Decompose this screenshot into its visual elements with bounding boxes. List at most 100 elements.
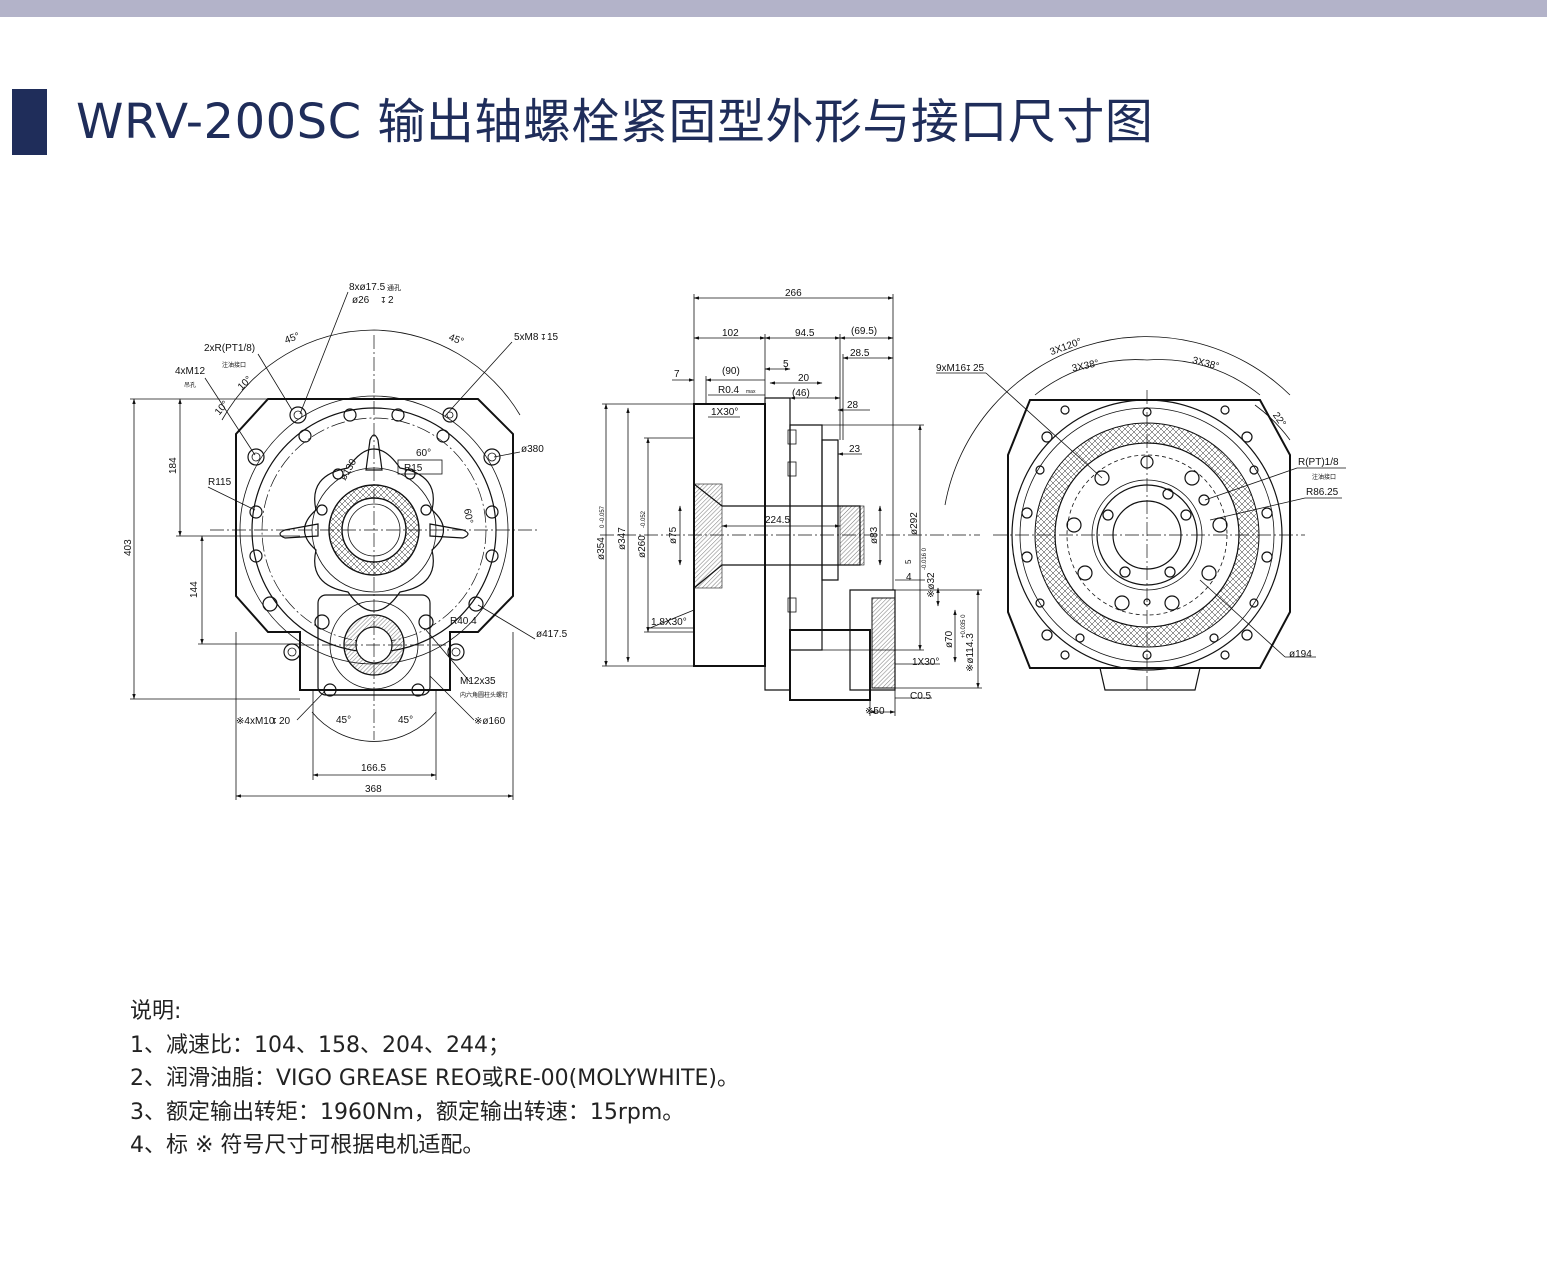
svg-text:102: 102 [722,328,739,339]
svg-text:10°: 10° [213,399,231,418]
label-m16-holes: 9xM16 [936,363,966,374]
svg-text:R0.4: R0.4 [718,385,740,396]
svg-text:内六角圆柱头螺钉: 内六角圆柱头螺钉 [460,691,508,699]
label-m12-holes: 4xM12 [175,366,205,377]
svg-text:ø70: ø70 [944,630,955,648]
svg-text:25: 25 [973,363,985,374]
svg-text:↧: ↧ [271,717,278,726]
svg-text:注油接口: 注油接口 [222,361,246,369]
svg-text:ø75: ø75 [668,526,679,544]
label-d194: ø194 [1289,649,1312,660]
note-item-3: 3、额定输出转矩：1960Nm，额定输出转速：15rpm。 [130,1099,685,1125]
rear-view: 3X120° 3X38° 3X38° 9xM16 ↧ 25 22° R(PT)1… [936,336,1346,691]
svg-text:45°: 45° [398,715,413,726]
svg-text:-0.052: -0.052 [641,510,647,528]
svg-text:45°: 45° [283,331,301,347]
label-d160: ※ø160 [474,716,506,727]
svg-text:3X120°: 3X120° [1049,337,1084,359]
svg-text:23: 23 [849,444,861,455]
svg-text:94.5: 94.5 [795,328,815,339]
svg-text:20: 20 [798,373,810,384]
title-marker [12,89,47,155]
svg-text:(69.5): (69.5) [851,326,877,337]
svg-text:ø130: ø130 [338,457,359,483]
svg-text:60°: 60° [461,508,474,525]
svg-text:403: 403 [123,539,134,556]
svg-text:M12x35: M12x35 [460,676,496,687]
label-pt-port: R(PT)1/8 [1298,457,1339,468]
note-item-2: 2、润滑油脂：VIGO GREASE REO或RE-00(MOLYWHITE)。 [130,1066,740,1091]
rear-bolt-holes [1021,405,1273,660]
svg-text:(46): (46) [792,388,810,399]
svg-text:28.5: 28.5 [850,348,870,359]
svg-text:15: 15 [547,332,559,343]
svg-text:4: 4 [906,572,912,583]
svg-text:60°: 60° [416,448,431,459]
svg-text:通孔: 通孔 [387,283,401,292]
svg-text:※ø114.3: ※ø114.3 [965,633,976,672]
svg-text:※ø32: ※ø32 [926,572,937,598]
svg-text:注油接口: 注油接口 [1312,473,1336,481]
notes-heading: 说明: [130,999,182,1024]
svg-text:※50: ※50 [865,706,885,717]
front-carrier-shape [303,448,445,612]
svg-text:ø260: ø260 [637,535,648,558]
svg-text:3X38°: 3X38° [1191,355,1220,372]
label-r86: R86.25 [1306,487,1339,498]
svg-text:↧: ↧ [380,296,387,305]
front-housing-outline [235,398,514,691]
label-pt-ports: 2xR(PT1/8) [204,343,255,354]
label-d417: ø417.5 [536,629,568,640]
svg-text:C0.5: C0.5 [910,691,932,702]
svg-text:166.5: 166.5 [361,763,386,774]
svg-text:184: 184 [168,457,179,474]
note-item-1: 1、减速比：104、158、204、244； [130,1032,510,1058]
svg-text:ø354: ø354 [596,537,607,560]
svg-text:5: 5 [783,359,789,370]
svg-text:5: 5 [904,559,913,564]
label-r115: R115 [208,477,232,488]
rear-housing-outline [1007,399,1291,669]
front-bolt-holes [247,406,501,697]
svg-text:224.5: 224.5 [765,515,790,526]
svg-text:ø347: ø347 [617,527,628,550]
svg-text:(90): (90) [722,366,740,377]
notes-section: 说明: 1、减速比：104、158、204、244； 2、润滑油脂：VIGO G… [130,995,1030,1163]
svg-text:3X38°: 3X38° [1071,358,1100,374]
page-title: WRV-200SC 输出轴螺栓紧固型外形与接口尺寸图 [76,94,1154,150]
label-8-holes: 8xø17.5 [349,282,386,293]
svg-text:ø292: ø292 [909,512,920,535]
svg-text:max: max [746,389,756,395]
svg-text:吊孔: 吊孔 [184,381,196,389]
top-accent-bar [0,0,1547,17]
side-view: 266 102 94.5 (69.5) 28.5 7 (90) 5 20 R0.… [596,288,982,717]
svg-text:7: 7 [674,369,680,380]
note-item-4: 4、标 ※ 符号尺寸可根据电机适配。 [130,1133,485,1158]
svg-text:-0.016 0: -0.016 0 [922,547,928,570]
label-m10-holes: ※4xM10 [236,716,275,727]
label-d380: ø380 [521,444,544,455]
svg-text:368: 368 [365,784,382,795]
svg-text:20: 20 [279,716,291,727]
svg-text:45°: 45° [447,332,465,348]
svg-text:ø26: ø26 [352,295,370,306]
svg-text:R40.4: R40.4 [450,616,477,627]
svg-text:10°: 10° [236,374,254,392]
svg-text:144: 144 [189,581,200,598]
svg-text:22°: 22° [1270,410,1288,429]
svg-text:2: 2 [388,295,394,306]
front-view: 8xø17.5 通孔 ø26 ↧ 2 2xR(PT1/8) 注油接口 4xM12… [123,282,568,800]
svg-text:+0.035 0: +0.035 0 [961,614,967,638]
label-m8-holes: 5xM8 [514,332,539,343]
svg-text:45°: 45° [336,715,351,726]
svg-text:R15: R15 [404,463,423,474]
svg-text:1X30°: 1X30° [912,657,939,668]
svg-text:ø83: ø83 [869,526,880,544]
svg-text:↧: ↧ [540,333,547,342]
svg-text:1X30°: 1X30° [711,407,738,418]
svg-text:1.8X30°: 1.8X30° [651,617,687,628]
svg-text:0 -0.057: 0 -0.057 [600,505,606,528]
svg-text:↧: ↧ [965,364,972,373]
svg-text:266: 266 [785,288,802,299]
